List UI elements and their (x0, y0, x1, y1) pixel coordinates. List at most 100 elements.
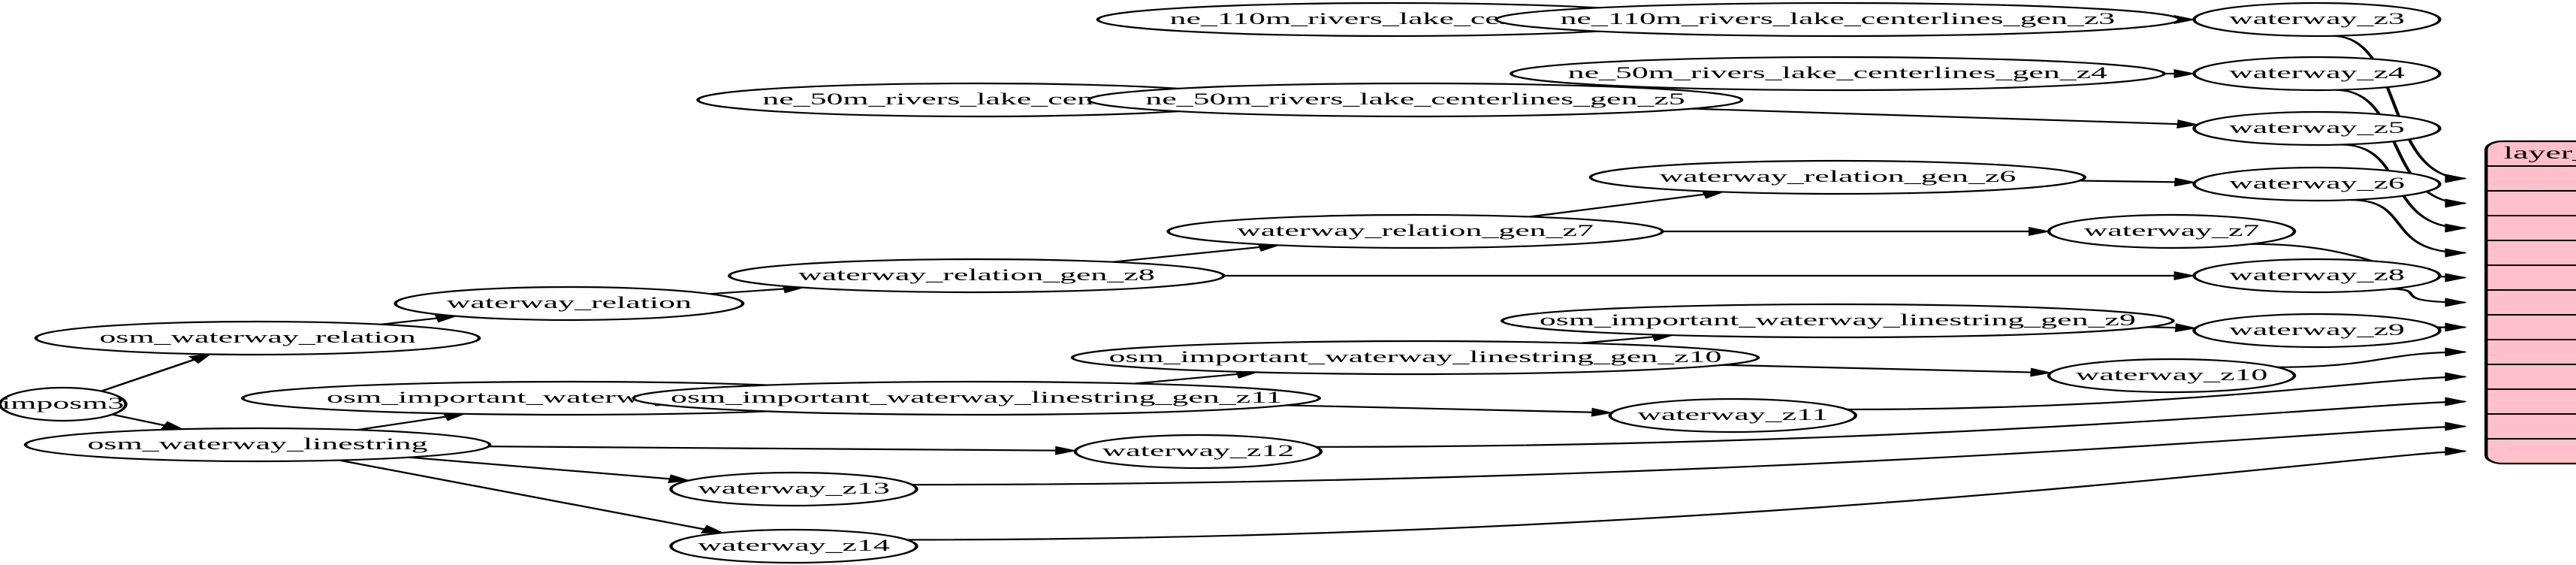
graph-node-osm_important_waterway_linestring_gen_z10[interactable]: osm_important_waterway_linestring_gen_z1… (1070, 340, 1760, 376)
graph-node-osm_important_waterway_linestring_gen_z11[interactable]: osm_important_waterway_linestring_gen_z1… (632, 380, 1322, 416)
node-ellipse (0, 386, 128, 422)
graph-edge (2276, 351, 2466, 368)
record-row-z13[interactable] (2486, 414, 2576, 439)
edge-arrowhead (2445, 273, 2468, 282)
graph-edge (2332, 35, 2466, 180)
graph-edge (1722, 364, 2032, 373)
graph-node-waterway_relation_gen_z7[interactable]: waterway_relation_gen_z7 (1166, 213, 1664, 249)
graph-node-waterway_z7[interactable]: waterway_z7 (2047, 213, 2297, 249)
node-ellipse (669, 471, 918, 507)
edge-arrowhead (2173, 271, 2197, 280)
edge-arrowhead (1591, 407, 1614, 417)
graph-node-waterway_relation[interactable]: waterway_relation (394, 286, 745, 322)
graph-node-waterway_relation_gen_z8[interactable]: waterway_relation_gen_z8 (727, 258, 1226, 294)
record-node-layer: layer_waterwayz3z4z5z6z7z8z9z10z11z12z13… (2484, 140, 2576, 465)
graph-edge (1847, 376, 2466, 411)
node-ellipse (1073, 434, 1323, 470)
graph-edge (409, 456, 671, 480)
edge-arrowhead (2445, 446, 2468, 456)
graph-edge (2079, 180, 2176, 183)
graph-node-osm_waterway_relation[interactable]: osm_waterway_relation (34, 320, 481, 356)
record-row-z5[interactable] (2486, 216, 2576, 240)
graph-node-waterway_z5[interactable]: waterway_z5 (2192, 110, 2442, 147)
edge-arrowhead (2445, 347, 2468, 357)
graph-edge (339, 459, 706, 530)
graph-node-waterway_z4[interactable]: waterway_z4 (2192, 56, 2442, 92)
node-ellipse (1500, 303, 2175, 339)
graph-node-waterway_relation_gen_z6[interactable]: waterway_relation_gen_z6 (1588, 159, 2087, 195)
graph-edge (1529, 193, 1706, 218)
graph-edge (1286, 404, 1594, 413)
graph-edge (357, 415, 448, 431)
edge-arrowhead (2445, 372, 2468, 382)
edge-arrowhead (2445, 248, 2468, 258)
record-frame (2484, 140, 2576, 465)
graph-node-waterway_z8[interactable]: waterway_z8 (2192, 258, 2442, 294)
edge-arrowhead (2445, 198, 2468, 208)
node-ellipse (2192, 110, 2442, 147)
node-ellipse (727, 258, 1226, 294)
node-ellipse (2192, 258, 2442, 294)
graph-edge (2351, 199, 2466, 254)
edge-arrowhead (160, 421, 185, 430)
graph-node-imposm3[interactable]: imposm3 (0, 386, 128, 422)
record-row-z10[interactable] (2486, 340, 2576, 364)
graph-node-waterway_z12[interactable]: waterway_z12 (1073, 434, 1323, 470)
node-ellipse (1588, 159, 2087, 195)
graph-edge (906, 450, 2466, 541)
edges-layer (100, 15, 2468, 541)
graph-node-osm_waterway_linestring[interactable]: osm_waterway_linestring (23, 427, 492, 463)
graph-edge (912, 425, 2466, 486)
graph-node-waterway_z13[interactable]: waterway_z13 (669, 471, 918, 507)
record-row-z9[interactable] (2486, 315, 2576, 340)
record-row-z6[interactable] (2486, 240, 2576, 265)
node-ellipse (2192, 313, 2442, 349)
node-ellipse (632, 380, 1322, 416)
node-ellipse (2192, 2, 2442, 38)
edge-arrowhead (700, 524, 725, 533)
record-row-z4[interactable] (2486, 191, 2576, 216)
node-ellipse (1509, 56, 2166, 92)
edge-arrowhead (2029, 227, 2051, 236)
edge-arrowhead (2176, 119, 2200, 129)
node-ellipse (1608, 397, 1857, 434)
record-row-z3[interactable] (2486, 166, 2576, 191)
edge-arrowhead (2173, 69, 2197, 78)
record-row-z12[interactable] (2486, 389, 2576, 414)
graph-node-waterway_z9[interactable]: waterway_z9 (2192, 313, 2442, 349)
node-ellipse (394, 286, 745, 322)
graph-node-waterway_z10[interactable]: waterway_z10 (2047, 358, 2297, 394)
graph-node-ne_50m_rivers_lake_centerlines_gen_z4[interactable]: ne_50m_rivers_lake_centerlines_gen_z4 (1509, 56, 2166, 92)
edge-arrowhead (2445, 223, 2468, 233)
edge-arrowhead (188, 353, 212, 364)
graph-node-ne_50m_rivers_lake_centerlines_gen_z5[interactable]: ne_50m_rivers_lake_centerlines_gen_z5 (1087, 82, 1744, 118)
edge-arrowhead (2445, 421, 2468, 431)
record-row-z14plus[interactable] (2486, 439, 2576, 464)
graph-node-waterway_z11[interactable]: waterway_z11 (1608, 397, 1857, 434)
node-ellipse (1166, 213, 1664, 249)
graph-edge (1112, 246, 1261, 263)
graph-edge (111, 413, 166, 427)
graph-node-osm_important_waterway_linestring_gen_z9[interactable]: osm_important_waterway_linestring_gen_z9 (1500, 303, 2175, 339)
record-node-layer-waterway[interactable]: layer_waterwayz3z4z5z6z7z8z9z10z11z12z13… (2484, 140, 2576, 465)
edge-arrowhead (2445, 322, 2468, 332)
graph-edge (381, 317, 439, 325)
graph-edge (710, 288, 786, 295)
edge-arrowhead (2445, 174, 2468, 183)
node-ellipse (1070, 340, 1760, 376)
edge-arrowhead (2174, 323, 2198, 333)
record-row-z7[interactable] (2486, 265, 2576, 290)
graph-edge (488, 446, 1057, 452)
graph-node-ne_110m_rivers_lake_centerlines_gen_z3[interactable]: ne_110m_rivers_lake_centerlines_gen_z3 (1494, 2, 2181, 38)
record-row-z11[interactable] (2486, 364, 2576, 389)
edge-arrowhead (2030, 367, 2053, 377)
nodes-layer: imposm3 osm_waterway_relation osm_waterway… (0, 2, 2442, 564)
graph-edge (2335, 89, 2466, 204)
graph-edge (1134, 373, 1239, 385)
graph-node-waterway_z6[interactable]: waterway_z6 (2192, 166, 2442, 202)
record-row-z8[interactable] (2486, 290, 2576, 315)
graph-node-waterway_z3[interactable]: waterway_z3 (2192, 2, 2442, 38)
graph-node-waterway_z14[interactable]: waterway_z14 (669, 528, 918, 564)
